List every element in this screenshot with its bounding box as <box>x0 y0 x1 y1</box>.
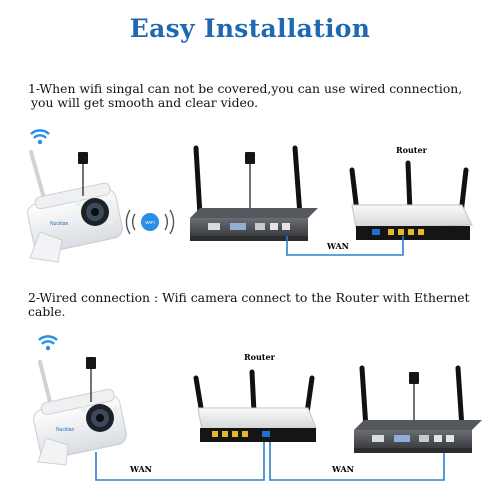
router-device <box>193 369 317 442</box>
router-label: Router <box>396 145 428 155</box>
power-adapter-icon <box>78 152 88 196</box>
wifi-badge-label: WIFI <box>145 220 155 225</box>
wan-label-right: WAN <box>331 464 354 474</box>
wan-label: WAN <box>326 241 349 251</box>
router-label: Router <box>244 352 276 362</box>
wifi-camera: Nucktan <box>33 360 127 466</box>
wan-cable <box>95 442 265 481</box>
wan-cable <box>286 236 404 256</box>
wifi-icon <box>30 129 50 145</box>
section1-line1: 1-When wifi singal can not be covered,yo… <box>28 81 463 96</box>
section1-line2: you will get smooth and clear video. <box>31 95 259 110</box>
power-adapter-icon <box>245 152 255 208</box>
section2-line2: cable. <box>28 304 66 319</box>
wifi-signal-icon: WIFI <box>125 209 175 235</box>
section2-line1: 2-Wired connection : Wifi camera connect… <box>28 290 470 305</box>
wan-label-left: WAN <box>129 464 152 474</box>
power-adapter-icon <box>86 357 96 402</box>
camera-brand: Nucktan <box>50 221 69 227</box>
wifi-icon <box>38 335 58 351</box>
section2-text: 2-Wired connection : Wifi camera connect… <box>28 291 488 319</box>
power-adapter-icon <box>409 372 419 420</box>
wan-cable <box>269 442 445 481</box>
section1-text: 1-When wifi singal can not be covered,yo… <box>28 82 488 110</box>
page-title: Easy Installation <box>129 14 371 43</box>
router-device <box>349 160 473 240</box>
nvr-recorder <box>354 365 482 453</box>
nvr-recorder <box>190 145 318 241</box>
wifi-camera: Nucktan <box>27 150 123 263</box>
camera-brand: Nucktan <box>56 427 75 433</box>
